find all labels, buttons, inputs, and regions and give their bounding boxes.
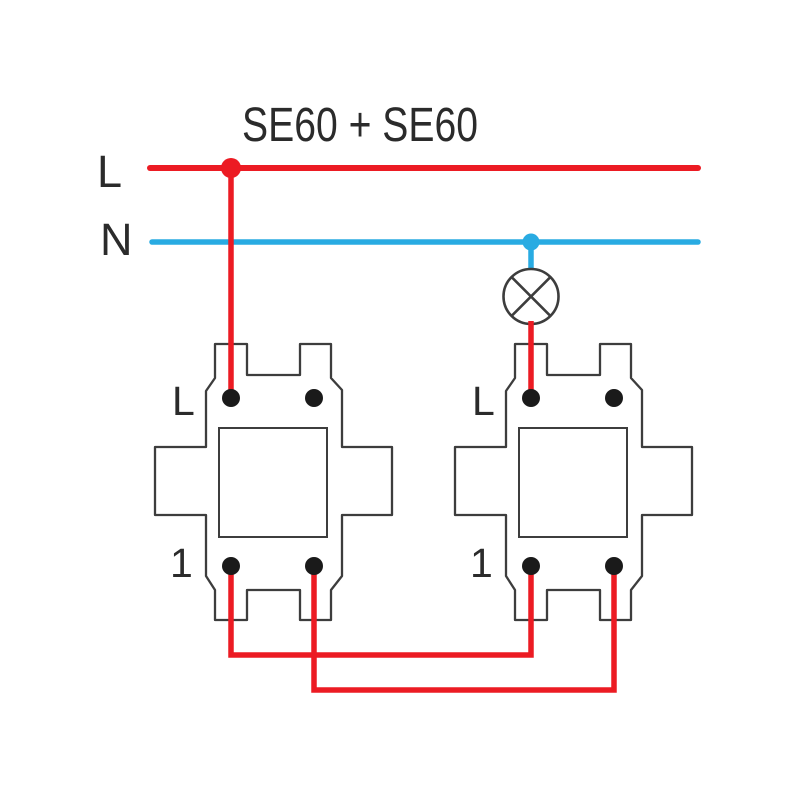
switch-1-terminal-1-right xyxy=(305,557,323,575)
switch-1-terminal-1-left xyxy=(222,557,240,575)
live-junction-dot xyxy=(221,158,241,178)
switch-2-inner-square xyxy=(518,427,628,538)
switch-1 xyxy=(153,342,394,622)
live-bus-label: L xyxy=(97,146,122,197)
switch-1-terminal-l xyxy=(222,389,240,407)
switch-2-terminal-1-right xyxy=(605,557,623,575)
neutral-junction-dot xyxy=(522,233,540,251)
switch-1-inner-square xyxy=(218,427,328,538)
switch-1-1-label: 1 xyxy=(170,540,193,586)
switch-2-terminal-1-left xyxy=(522,557,540,575)
traveller-wire-1 xyxy=(228,566,534,658)
switch-2-terminal-top-right xyxy=(605,389,623,407)
switch-2-terminal-l xyxy=(522,389,540,407)
diagram-title: SE60 + SE60 xyxy=(242,99,478,152)
neutral-bus-label: N xyxy=(100,214,133,265)
lamp-cross-line-2 xyxy=(510,276,552,317)
switch-2-l-label: L xyxy=(472,378,495,424)
switch-2 xyxy=(453,342,694,622)
switch-1-terminal-top-right xyxy=(305,389,323,407)
switch-1-l-label: L xyxy=(172,378,195,424)
lamp-icon xyxy=(502,267,560,326)
traveller-wire-2 xyxy=(311,566,617,693)
switch-2-1-label: 1 xyxy=(470,540,493,586)
